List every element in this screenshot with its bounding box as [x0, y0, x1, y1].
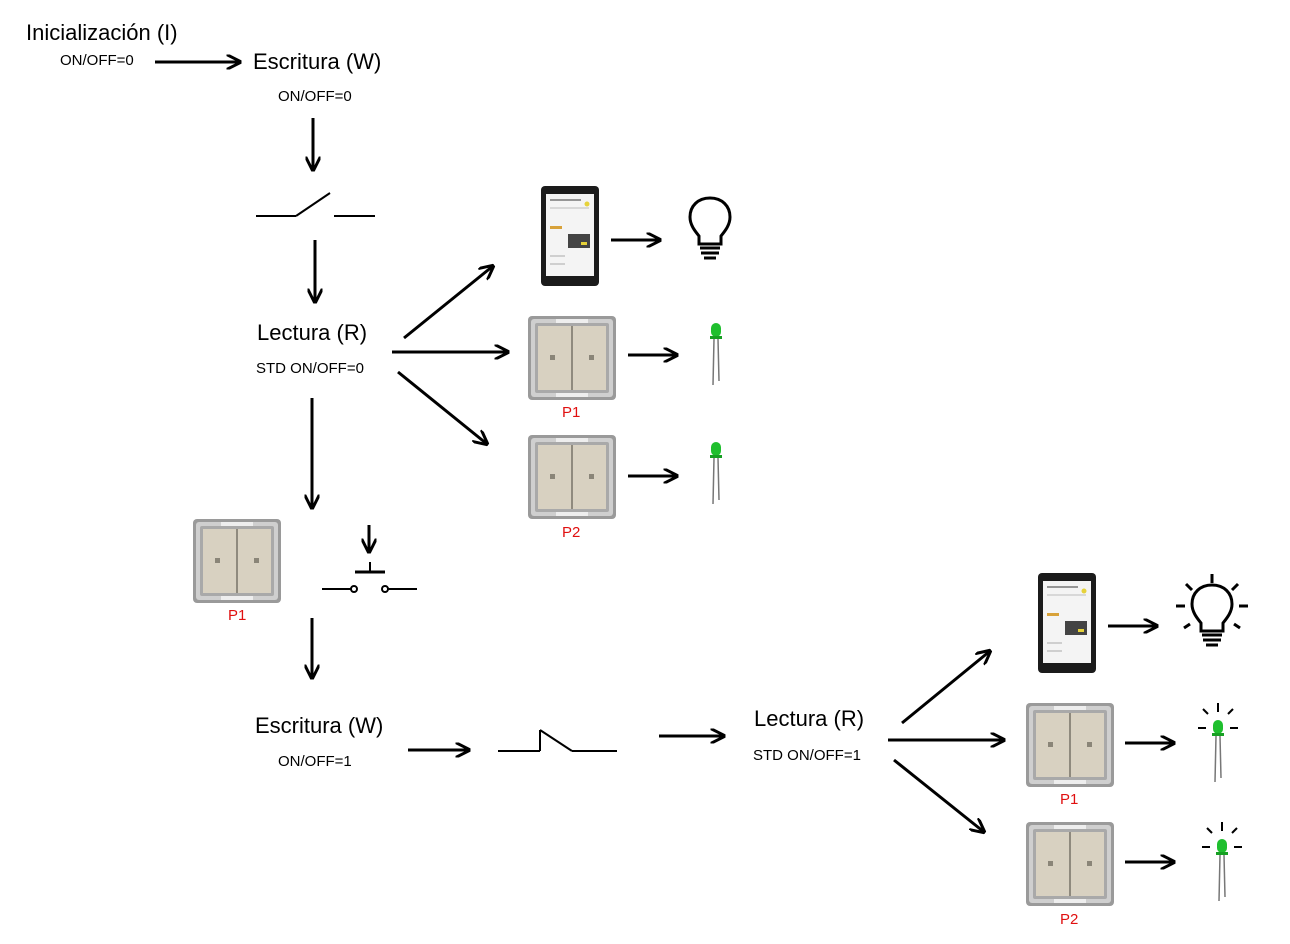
read1-value: STD ON/OFF=0	[256, 360, 364, 377]
wall-switch-icon	[527, 434, 617, 520]
arrow-read1-to-p2	[397, 370, 487, 444]
led-off-icon	[709, 441, 723, 505]
open-switch-icon	[256, 192, 375, 217]
write1-title: Escritura (W)	[253, 49, 382, 74]
wall-switch-icon	[1025, 702, 1115, 788]
bulb-off-icon	[688, 196, 732, 260]
bulb-on-icon	[1176, 574, 1248, 647]
write1-value: ON/OFF=0	[278, 88, 352, 105]
arrow-read1-to-panel	[403, 266, 493, 340]
p2-bottom-label: P2	[1060, 911, 1079, 928]
pushbutton-icon	[322, 525, 417, 593]
wall-switch-icon	[192, 518, 282, 604]
p1-top-label: P1	[562, 404, 581, 421]
p2-top-label: P2	[562, 524, 581, 541]
wall-switch-icon	[527, 315, 617, 401]
arrow-read2-to-p2	[893, 758, 984, 832]
touch-panel-icon	[540, 185, 600, 287]
p1-bottom-label: P1	[1060, 791, 1079, 808]
led-on-icon	[1202, 822, 1242, 902]
read1-title: Lectura (R)	[257, 320, 368, 345]
wall-switch-icon	[1025, 821, 1115, 907]
led-off-icon	[709, 322, 723, 386]
read2-value: STD ON/OFF=1	[753, 747, 861, 764]
arrow-read2-to-panel	[901, 651, 990, 725]
led-on-icon	[1198, 703, 1238, 783]
init-value: ON/OFF=0	[60, 52, 134, 69]
p1-left-label: P1	[228, 607, 247, 624]
closed-switch-icon	[498, 729, 617, 752]
touch-panel-icon	[1037, 572, 1097, 674]
read2-title: Lectura (R)	[754, 706, 865, 731]
init-title: Inicialización (I)	[26, 20, 178, 45]
write2-title: Escritura (W)	[255, 713, 384, 738]
write2-value: ON/OFF=1	[278, 753, 352, 770]
